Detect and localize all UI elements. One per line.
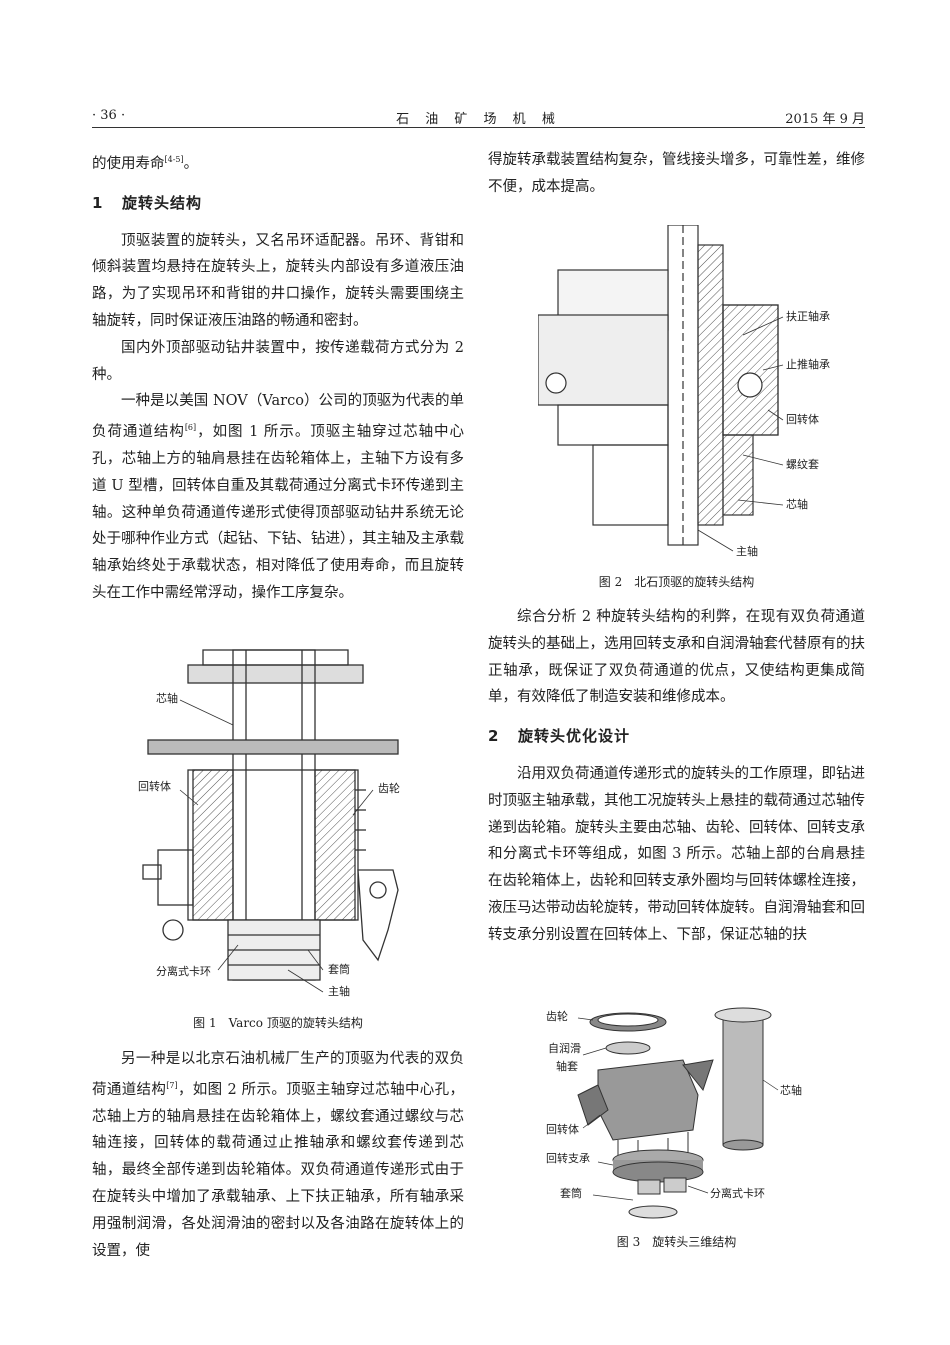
fig2-label-main-shaft: 主轴 xyxy=(736,544,758,558)
fig3-label-rotor: 回转体 xyxy=(546,1122,579,1136)
figure-2-caption: 图 2 北石顶驱的旋转头结构 xyxy=(598,575,755,589)
fig2-label-centering-bearing: 扶正轴承 xyxy=(786,309,830,323)
paragraph: 的使用寿命[4-5]。 xyxy=(92,155,199,172)
issue-date: 2015 年 9 月 xyxy=(785,112,865,127)
running-header: · 36 · 石 油 矿 场 机 械 2015 年 9 月 xyxy=(92,108,865,130)
fig2-label-rotor: 回转体 xyxy=(786,412,819,426)
fig3-label-gear: 齿轮 xyxy=(546,1009,568,1023)
figure-3-3d-structure: 齿轮 自润滑 轴套 芯轴 回转体 回转支承 套筒 分离式卡环 xyxy=(546,1007,802,1219)
paragraph: 另一种是以北京石油机械厂生产的顶驱为代表的双负荷通道结构[7]，如图 2 所示。… xyxy=(92,1051,464,1259)
fig3-label-bushing-1: 自润滑 xyxy=(548,1041,581,1055)
fig1-label-main-shaft: 主轴 xyxy=(328,984,350,998)
figure-3-caption: 图 3 旋转头三维结构 xyxy=(616,1235,737,1249)
fig3-label-mandrel: 芯轴 xyxy=(780,1083,802,1097)
figure-1-caption: 图 1 Varco 顶驱的旋转头结构 xyxy=(193,1016,363,1030)
paragraph: 顶驱装置的旋转头，又名吊环适配器。吊环、背钳和倾斜装置均悬持在旋转头上，旋转头内… xyxy=(92,232,464,329)
fig1-label-rotor: 回转体 xyxy=(138,779,171,793)
left-column-bottom: 另一种是以北京石油机械厂生产的顶驱为代表的双负荷通道结构[7]，如图 2 所示。… xyxy=(92,1046,464,1264)
journal-name: 石 油 矿 场 机 械 xyxy=(396,112,561,127)
fig1-label-gear: 齿轮 xyxy=(378,781,400,795)
fig2-label-thread-sleeve: 螺纹套 xyxy=(786,457,819,471)
fig1-label-mandrel: 芯轴 xyxy=(156,691,178,705)
fig3-label-slewing-bearing: 回转支承 xyxy=(546,1151,590,1165)
right-column-middle: 综合分析 2 种旋转头结构的利弊，在现有双负荷通道旋转头的基础上，选用回转支承和… xyxy=(488,604,865,949)
fig3-label-bushing-2: 轴套 xyxy=(556,1059,578,1073)
fig3-label-split-ring: 分离式卡环 xyxy=(710,1186,765,1200)
fig3-label-sleeve: 套筒 xyxy=(560,1186,582,1200)
figure-2-beishi-rotating-head: 扶正轴承 止推轴承 回转体 螺纹套 芯轴 主轴 xyxy=(538,225,830,558)
fig2-label-thrust-bearing: 止推轴承 xyxy=(786,357,830,371)
right-column-top: 得旋转承载装置结构复杂，管线接头增多，可靠性差，维修不便，成本提高。 xyxy=(488,147,865,201)
paragraph: 综合分析 2 种旋转头结构的利弊，在现有双负荷通道旋转头的基础上，选用回转支承和… xyxy=(488,609,865,706)
page-number: · 36 · xyxy=(92,108,126,123)
fig1-label-split-ring: 分离式卡环 xyxy=(156,964,211,978)
fig2-label-mandrel: 芯轴 xyxy=(786,497,808,511)
paragraph: 一种是以美国 NOV（Varco）公司的顶驱为代表的单负荷通道结构[6]，如图 … xyxy=(92,393,465,601)
fig1-label-sleeve: 套筒 xyxy=(328,962,350,976)
paragraph: 国内外顶部驱动钻井装置中，按传递载荷方式分为 2 种。 xyxy=(92,339,464,383)
header-rule xyxy=(92,127,865,128)
figure-1-varco-rotating-head: 芯轴 回转体 齿轮 分离式卡环 套筒 主轴 xyxy=(138,649,400,998)
paragraph: 得旋转承载装置结构复杂，管线接头增多，可靠性差，维修不便，成本提高。 xyxy=(488,152,865,195)
paragraph: 沿用双负荷通道传递形式的旋转头的工作原理，即钻进时顶驱主轴承载，其他工况旋转头上… xyxy=(488,765,865,943)
